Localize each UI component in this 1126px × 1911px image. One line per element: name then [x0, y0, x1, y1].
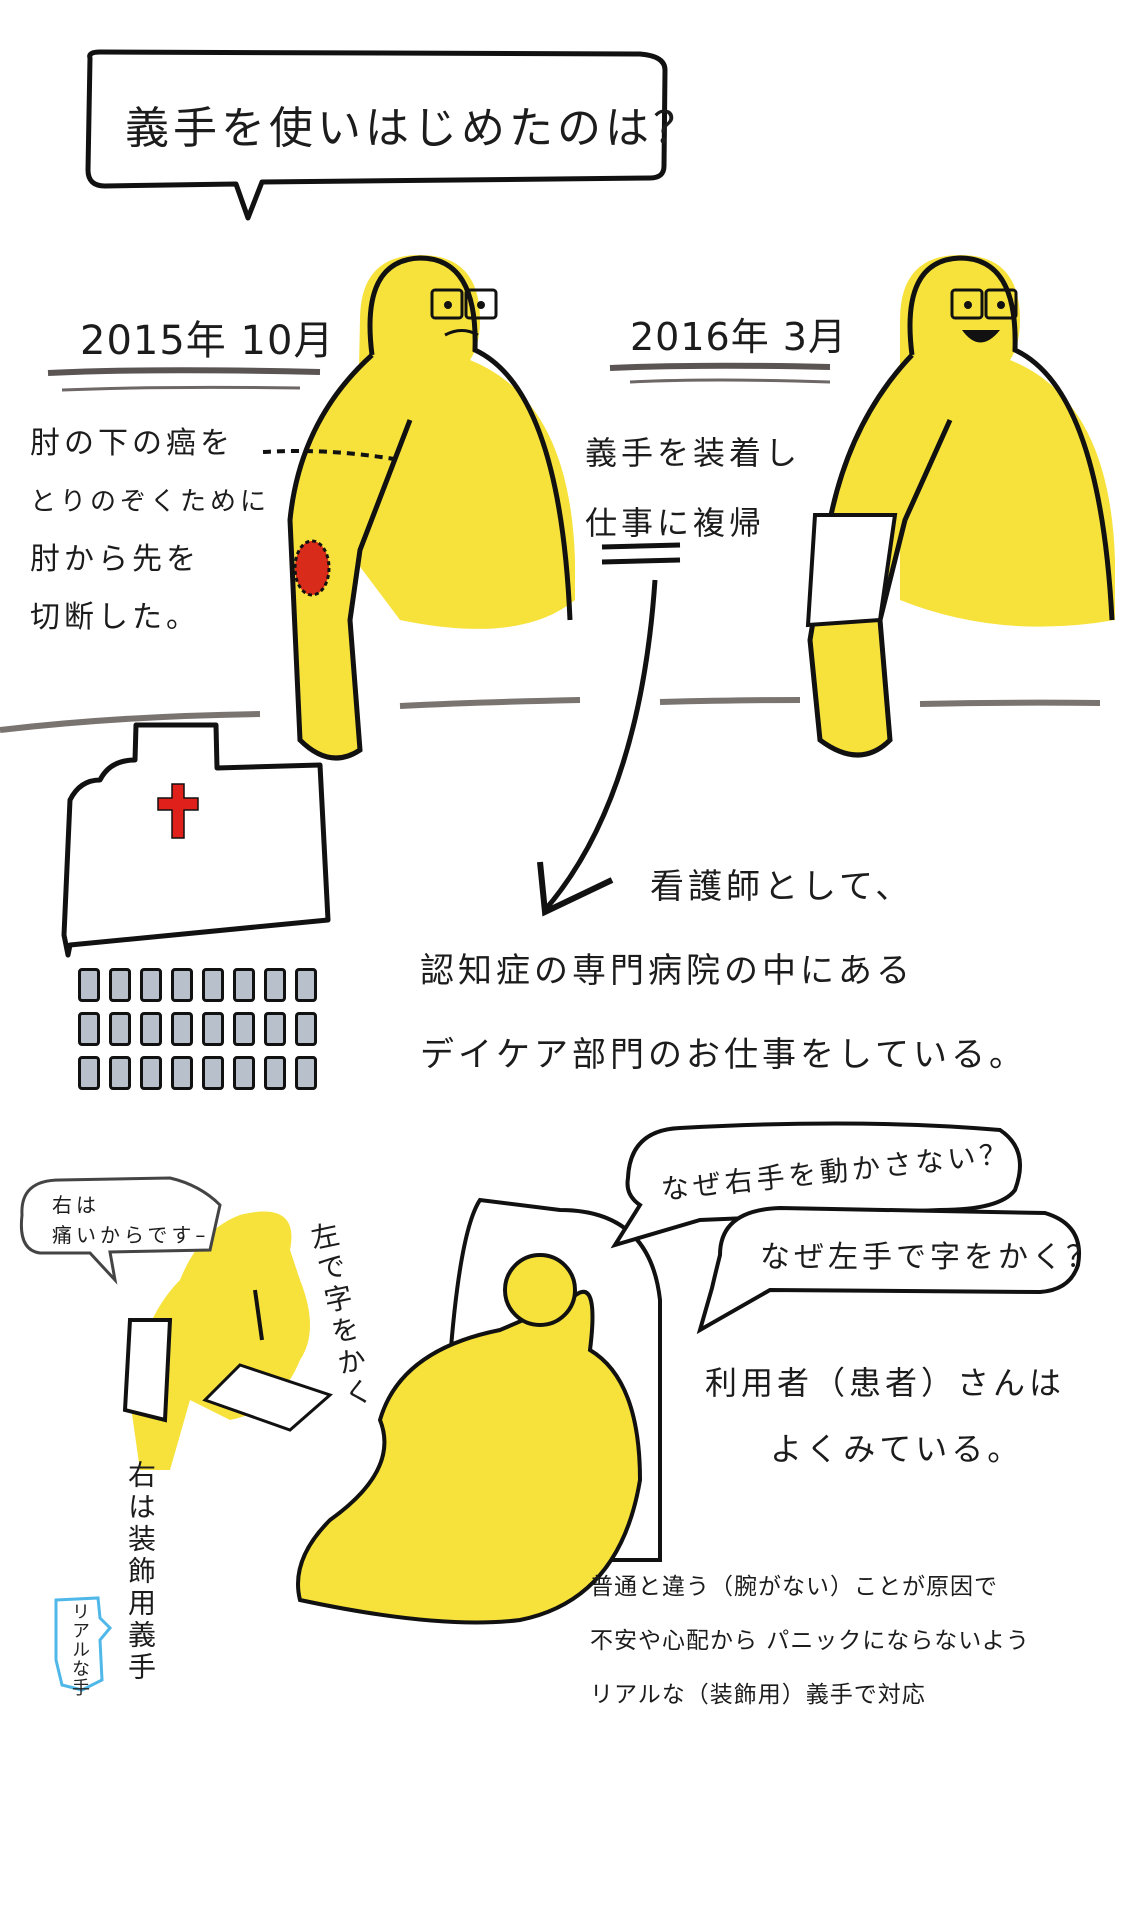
nurse-figure-writing	[122, 1211, 333, 1470]
title-speech-bubble	[85, 49, 668, 221]
hospital-line: 認知症の専門病院の中にある	[420, 951, 914, 991]
arrow-down-left	[537, 579, 658, 917]
question-left-hand: なぜ左手で字をかく？	[760, 1240, 1100, 1275]
nurse-speech: 右は 痛いからです–	[52, 1190, 209, 1250]
observation-line: よくみている。	[770, 1430, 1024, 1468]
explanation-text: 普通と違う（腕がない）ことが原因で 不安や心配から パニックにならないよう リア…	[590, 1560, 1030, 1722]
emphasis-underline	[601, 542, 681, 565]
figure-with-prosthesis	[805, 255, 1115, 758]
patient-observation: 利用者（患者）さんは よくみている。	[705, 1350, 1065, 1482]
after-caption-line: 義手を装着し	[585, 434, 802, 472]
after-caption: 義手を装着し 仕事に複帰	[585, 418, 801, 558]
before-caption-line: 切断した。	[30, 600, 200, 635]
nurse-speech-bubble	[19, 1176, 222, 1285]
hospital-line: デイケア部門のお仕事をしている。	[420, 1035, 1027, 1075]
title-text: 義手を使いはじめたのは？	[125, 103, 701, 154]
before-caption: 肘の下の癌を とりのぞくために 肘から先を 切断した。	[30, 415, 270, 647]
before-caption-line: 肘から先を	[30, 542, 200, 577]
figure-before-amputation	[262, 255, 575, 761]
date-2016: 2016年 3月	[630, 315, 847, 359]
hospital-building	[61, 722, 331, 958]
nurse-speech-line: 右は	[52, 1193, 100, 1217]
before-caption-line: 肘の下の癌を	[30, 426, 234, 461]
after-caption-line: 仕事に複帰	[585, 504, 766, 542]
explanation-line: リアルな（装飾用）義手で対応	[590, 1682, 926, 1708]
date-2015: 2015年 10月	[80, 318, 335, 364]
patient-figure-sitting	[296, 1197, 662, 1625]
hospital-windows	[78, 958, 328, 1090]
question-bubbles	[610, 1121, 1081, 1335]
explanation-line: 普通と違う（腕がない）ことが原因で	[590, 1574, 998, 1600]
nurse-speech-line: 痛いからです–	[52, 1223, 210, 1247]
hospital-description: 看護師として、 認知症の専門病院の中にある デイケア部門のお仕事をしている。	[420, 845, 1027, 1097]
real-hand-tag	[54, 1596, 113, 1692]
before-caption-line: とりのぞくために	[30, 487, 271, 517]
hospital-line: 看護師として、	[650, 867, 914, 907]
date-underline-2015	[47, 367, 321, 392]
explanation-line: 不安や心配から パニックにならないよう	[590, 1628, 1030, 1654]
date-underline-2016	[609, 362, 831, 384]
observation-line: 利用者（患者）さんは	[705, 1364, 1066, 1402]
real-hand-tag-text: リアルな手	[69, 1602, 90, 1697]
right-hand-prosthesis-note: 右は装飾用義手	[124, 1460, 157, 1684]
ground-line	[0, 697, 1101, 733]
